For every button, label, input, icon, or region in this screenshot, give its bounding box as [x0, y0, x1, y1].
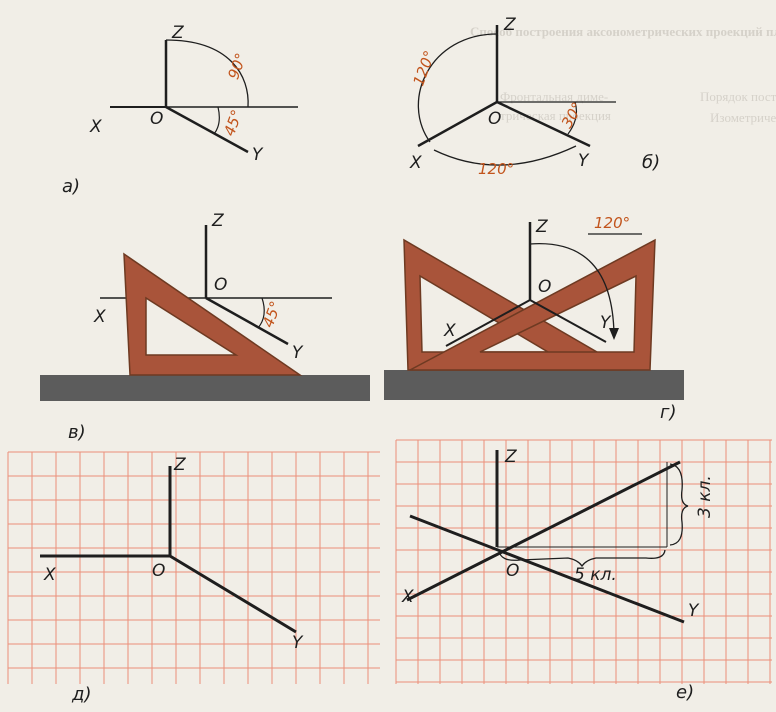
background-line: Изометрическая: [710, 110, 776, 125]
set-square-right: [409, 238, 656, 371]
origin-label: O: [538, 277, 551, 297]
panel-caption-e: е): [676, 682, 694, 703]
axis-y-line: [529, 299, 607, 343]
axis-y-label: Y: [688, 601, 700, 621]
angle-label-120-left: 120°: [410, 48, 439, 88]
axis-y-label: Y: [292, 343, 304, 363]
panel-caption-a: а): [62, 176, 80, 197]
panel-caption-g: г): [660, 402, 676, 423]
background-line: Порядок построения: [700, 89, 776, 104]
axis-y-label: Y: [600, 313, 612, 333]
angle-label-90: 90°: [224, 51, 250, 82]
origin-label: O: [488, 109, 501, 129]
panel-d: Z X O Y д): [7, 451, 380, 705]
axis-x-label: X: [43, 565, 56, 585]
angle-arc-90: [165, 39, 249, 108]
angle-arc-45: [213, 106, 220, 135]
set-square-45: [123, 252, 303, 376]
axis-z-label: Z: [503, 15, 516, 35]
axis-y-label: Y: [578, 151, 590, 171]
angle-arc-45: [257, 297, 265, 329]
ground-bar: [40, 375, 370, 401]
background-line: трическая проекция: [500, 108, 611, 123]
panel-caption-v: в): [68, 422, 86, 443]
angle-arrow-head: [609, 328, 619, 340]
angle-arc-30: [567, 101, 578, 135]
axis-x-line: [445, 299, 531, 347]
axis-x-label: X: [89, 117, 102, 137]
panel-e: Z X O Y 3 кл. 5 кл. е): [395, 439, 772, 703]
background-line: Фронтальная диме-: [500, 89, 609, 104]
axis-z-label: Z: [171, 23, 184, 43]
brace-vertical: [669, 463, 689, 546]
grid-paper-e: [395, 439, 772, 684]
axis-y-line: [496, 100, 591, 148]
angle-label-120: 120°: [594, 214, 630, 232]
axis-y-label: Y: [292, 633, 304, 653]
angle-arc-zx: [417, 33, 498, 143]
axis-y-line: [409, 514, 685, 624]
grid-paper-d: [7, 451, 380, 684]
angle-label-45: 45°: [220, 107, 246, 138]
set-square-left: [403, 238, 631, 371]
panel-v: Z X O Y 45° в): [40, 211, 370, 443]
panel-caption-b: б): [642, 152, 660, 173]
panel-b: Z X O Y 120° 30° 120° б): [409, 15, 660, 178]
origin-label: O: [214, 275, 227, 295]
origin-label: O: [150, 109, 163, 129]
axis-x-line: [406, 460, 681, 602]
ground-bar: [384, 370, 684, 400]
axis-x-label: X: [443, 321, 456, 341]
axis-y-line: [169, 554, 297, 634]
axis-z-label: Z: [173, 455, 186, 475]
origin-label: O: [506, 561, 519, 581]
angle-arc-120: [529, 243, 615, 335]
background-text: Способ построения аксонометрических прое…: [470, 0, 776, 712]
origin-label: O: [152, 561, 165, 581]
panel-caption-d: д): [71, 684, 91, 705]
axis-z-label: Z: [504, 447, 517, 467]
axis-z-label: Z: [535, 217, 548, 237]
axis-y-line: [165, 105, 249, 154]
panel-g: Z X O Y 120° г): [384, 214, 684, 423]
panel-a: Z X O Y 90° 45° а): [62, 23, 298, 197]
background-heading: Способ построения аксонометрических прое…: [470, 24, 776, 39]
dimension-label-vertical: 3 кл.: [695, 475, 715, 518]
axis-x-label: X: [401, 587, 414, 607]
dimension-label-horizontal: 5 кл.: [574, 565, 617, 585]
axis-x-line: [417, 100, 498, 148]
axis-x-label: X: [409, 153, 422, 173]
angle-label-30: 30°: [558, 99, 587, 131]
axis-y-label: Y: [252, 145, 264, 165]
axis-y-line: [205, 296, 289, 346]
axis-z-label: Z: [211, 211, 224, 231]
brace-horizontal: [498, 549, 666, 568]
angle-arc-xy: [433, 145, 577, 166]
angle-label-120-bottom: 120°: [478, 160, 514, 178]
axis-x-label: X: [93, 307, 106, 327]
